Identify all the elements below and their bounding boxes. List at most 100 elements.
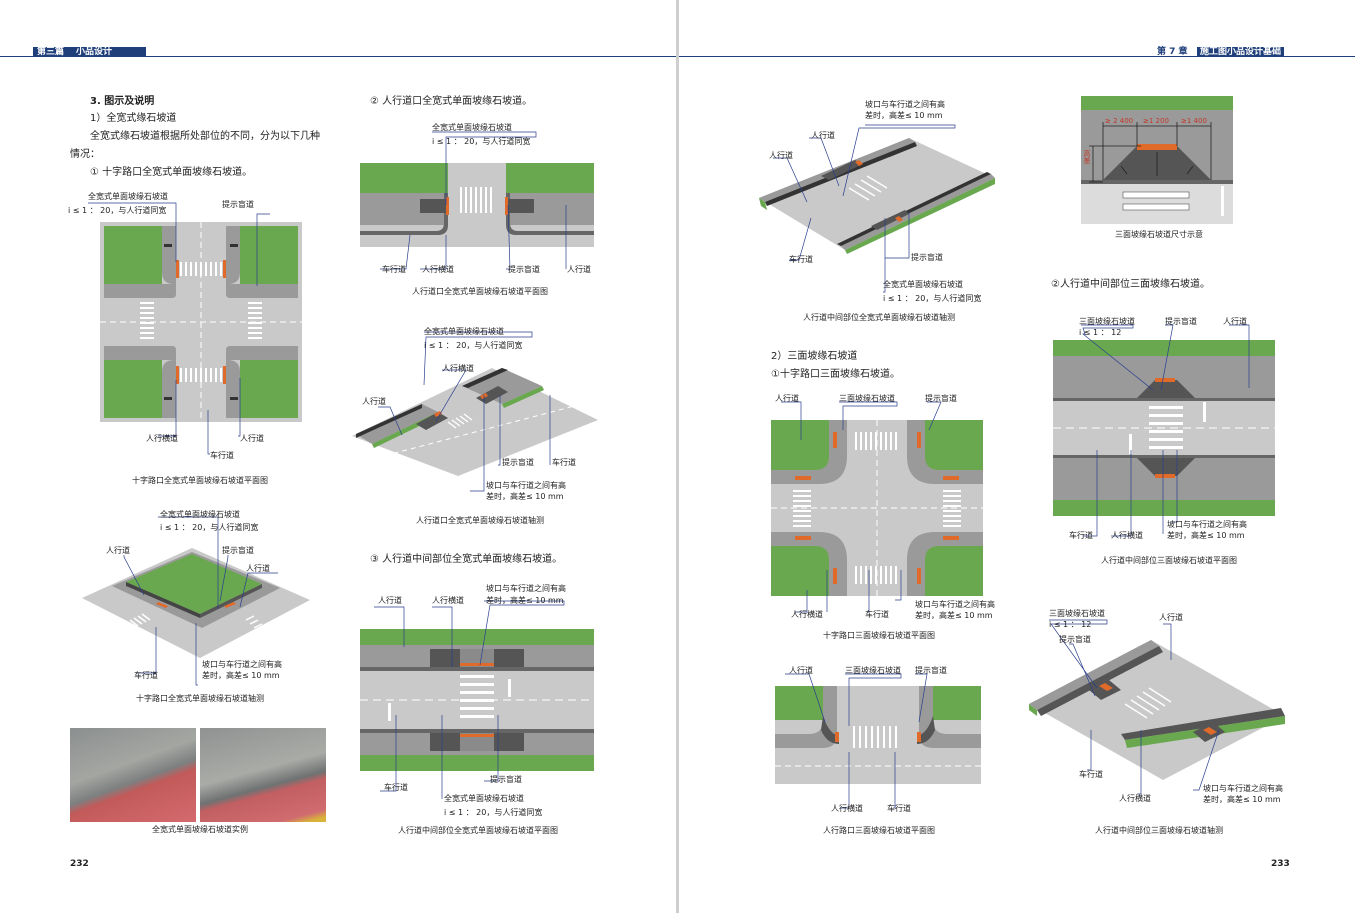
- fig6-label-height-1: 坡口与车行道之间有高: [486, 584, 566, 593]
- r-fig1-caption: 人行道中间部位全宽式单面坡缘石坡道轴测: [803, 313, 955, 322]
- fig1-label-slope: i ≤ 1 ： 20，与人行道同宽: [68, 206, 167, 215]
- sidewalk-entry-axonometric-figure: [352, 368, 598, 476]
- r-fig2-caption: 三面坡缘石坡道尺寸示意: [1115, 230, 1203, 239]
- r-fig3-label-roadway: 车行道: [865, 610, 889, 619]
- fig5-label-height-1: 坡口与车行道之间有高: [486, 481, 566, 490]
- subsection-title: 1）全宽式缘石坡道: [90, 113, 177, 124]
- intro-line-2: 情况：: [70, 149, 100, 160]
- r-fig6-label-sidewalk: 人行道: [1159, 613, 1183, 622]
- fig2-label-sidewalk-a: 人行道: [106, 546, 130, 555]
- fig4-label-tactile: 提示盲道: [508, 265, 540, 274]
- fig6-label-crosswalk: 人行横道: [432, 596, 464, 605]
- dim-label-3: ≥1 400: [1181, 117, 1207, 125]
- fig2-leader-lines: [123, 516, 278, 686]
- r-fig1-label-sidewalk-b: 人行道: [769, 151, 793, 160]
- fig5-label-ramp: 全宽式单面坡缘石坡道: [424, 327, 504, 336]
- r-fig6-caption: 人行道中间部位三面坡缘石坡道轴测: [1095, 826, 1223, 835]
- r-case-2-title: ②人行道中间部位三面坡缘石坡道。: [1051, 279, 1210, 290]
- dim-label-height: 高差: [1083, 150, 1091, 164]
- r-fig1-label-height-2: 差时，高差≤ 10 mm: [865, 111, 943, 120]
- case-3-title: ③ 人行道中间部位全宽式单面坡缘石坡道。: [370, 554, 563, 565]
- r-fig5-label-sidewalk: 人行道: [789, 666, 813, 675]
- r-fig6-leader-lines: [1049, 619, 1220, 795]
- r-fig6-label-tactile: 提示盲道: [1059, 635, 1091, 644]
- photo-caption: 全宽式单面坡缘石坡道实例: [152, 825, 248, 834]
- r-fig3-label-crosswalk: 人行横道: [791, 610, 823, 619]
- intersection-plan-figure: [100, 222, 302, 422]
- fig2-label-slope: i ≤ 1 ： 20，与人行道同宽: [160, 523, 259, 532]
- intro-line-1: 全宽式缘石坡道根据所处部位的不同，分为以下几种: [90, 131, 320, 142]
- r-fig3-leader-lines: [781, 401, 942, 613]
- r-fig3-label-sidewalk: 人行道: [775, 394, 799, 403]
- fig2-label-height-1: 坡口与车行道之间有高: [202, 660, 282, 669]
- fig5-label-tactile: 提示盲道: [502, 458, 534, 467]
- fig6-label-ramp: 全宽式单面坡缘石坡道: [444, 794, 524, 803]
- page-number: 232: [70, 859, 89, 869]
- intersection-axonometric-figure: [82, 548, 310, 658]
- header-tag: 第 7 章: [1157, 47, 1188, 57]
- r-fig3-caption: 十字路口三面坡缘石坡道平面图: [823, 631, 935, 640]
- r-fig5-caption: 人行路口三面坡缘石坡道平面图: [823, 826, 935, 835]
- r-fig4-label-tactile: 提示盲道: [1165, 317, 1197, 326]
- r-fig3-label-height-1: 坡口与车行道之间有高: [915, 600, 995, 609]
- r-fig1-label-slope: i ≤ 1 ： 20，与人行道同宽: [883, 294, 982, 303]
- r-fig4-label-slope: i ≤ 1 ： 12: [1079, 328, 1122, 337]
- page-number: 233: [1271, 859, 1290, 869]
- header-tag: 第三篇: [33, 47, 75, 57]
- fig4-label-slope: i ≤ 1 ： 20，与人行道同宽: [432, 137, 531, 146]
- dim-label-1: ≥ 2 400: [1105, 117, 1134, 125]
- fig1-leader-lines: [88, 202, 270, 455]
- r-fig6-label-crosswalk: 人行横道: [1119, 794, 1151, 803]
- r-fig5-label-tactile: 提示盲道: [915, 666, 947, 675]
- fig2-label-roadway: 车行道: [134, 671, 158, 680]
- r-fig3-label-tactile: 提示盲道: [925, 394, 957, 403]
- sidewalk-entry-plan-figure: [360, 163, 594, 247]
- left-page: 第三篇 小品设计 3. 图示及说明 1）全宽式缘石坡道 全宽式缘石坡道根据所处部…: [0, 0, 676, 913]
- fig4-label-roadway: 车行道: [382, 265, 406, 274]
- r-fig1-label-ramp: 全宽式单面坡缘石坡道: [883, 280, 963, 289]
- fig1-caption: 十字路口全宽式单面坡缘石坡道平面图: [132, 476, 268, 485]
- r-fig4-label-height-1: 坡口与车行道之间有高: [1167, 520, 1247, 529]
- r-fig6-label-slope: i ≤ 1 ： 12: [1049, 620, 1092, 629]
- r-fig1-label-roadway: 车行道: [789, 255, 813, 264]
- gutter: [676, 0, 679, 913]
- fig6-leader-lines: [374, 600, 565, 799]
- fig5-leader-lines: [378, 331, 551, 492]
- header-rule: [679, 56, 1355, 57]
- fig2-label-tactile: 提示盲道: [222, 546, 254, 555]
- fig4-caption: 人行道口全宽式单面坡缘石坡道平面图: [412, 287, 548, 296]
- r-fig5-label-roadway: 车行道: [887, 804, 911, 813]
- r-fig1-label-sidewalk-a: 人行道: [811, 131, 835, 140]
- fig4-leader-lines: [380, 131, 567, 270]
- r-fig6-label-height-2: 差时，高差≤ 10 mm: [1203, 795, 1281, 804]
- fig5-label-roadway: 车行道: [552, 458, 576, 467]
- r-fig6-label-ramp: 三面坡缘石坡道: [1049, 609, 1105, 618]
- fig5-label-crosswalk: 人行横道: [442, 364, 474, 373]
- r-fig4-label-crosswalk: 人行横道: [1111, 531, 1143, 540]
- fig6-label-height-2: 差时，高差≤ 10 mm: [486, 596, 564, 605]
- r-case-1-title: ①十字路口三面坡缘石坡道。: [771, 369, 900, 380]
- fig2-label-ramp: 全宽式单面坡缘石坡道: [160, 510, 240, 519]
- fig4-label-crosswalk: 人行横道: [422, 265, 454, 274]
- fig2-caption: 十字路口全宽式单面坡缘石坡道轴测: [136, 694, 264, 703]
- subsection-title: 2）三面坡缘石坡道: [771, 351, 858, 362]
- fig5-label-sidewalk: 人行道: [362, 397, 386, 406]
- case-2-title: ② 人行道口全宽式单面坡缘石坡道。: [370, 96, 533, 107]
- fig6-label-roadway: 车行道: [384, 783, 408, 792]
- fig1-label-ramp: 全宽式单面坡缘石坡道: [88, 192, 168, 201]
- fig5-label-height-2: 差时，高差≤ 10 mm: [486, 492, 564, 501]
- header-title: 小品设计: [74, 47, 146, 57]
- r-fig4-label-height-2: 差时，高差≤ 10 mm: [1167, 531, 1245, 540]
- fig6-label-slope: i ≤ 1 ： 20，与人行道同宽: [444, 808, 543, 817]
- fig6-label-sidewalk: 人行道: [378, 596, 402, 605]
- fig6-label-tactile: 提示盲道: [490, 775, 522, 784]
- three-face-midblock-plan-figure: [1053, 340, 1275, 516]
- r-fig1-leader-lines: [773, 124, 956, 293]
- r-fig1-label-height-1: 坡口与车行道之间有高: [865, 100, 945, 109]
- fig1-label-sidewalk: 人行道: [240, 434, 264, 443]
- r-fig4-label-sidewalk: 人行道: [1223, 317, 1247, 326]
- fig6-caption: 人行道中间部位全宽式单面坡缘石坡道平面图: [398, 826, 558, 835]
- three-face-road-entry-plan-figure: [775, 686, 981, 784]
- fig4-label-ramp: 全宽式单面坡缘石坡道: [432, 123, 512, 132]
- case-1-title: ① 十字路口全宽式单面坡缘石坡道。: [90, 167, 253, 178]
